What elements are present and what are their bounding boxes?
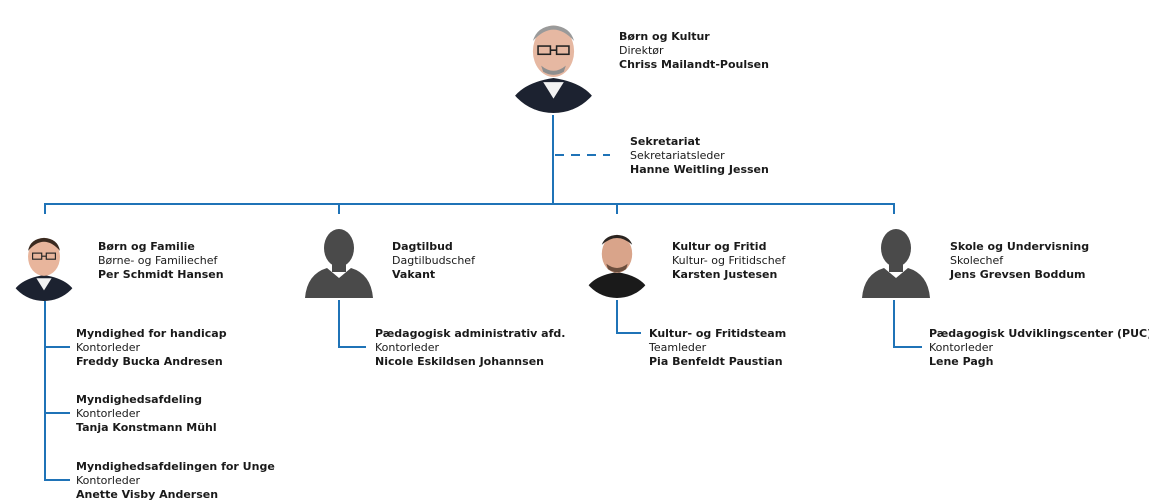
- unit-box-1a: Myndighed for handicap Kontorleder Fredd…: [76, 327, 227, 369]
- unit-name: Anette Visby Andersen: [76, 488, 219, 501]
- unit-box-4: Pædagogisk Udviklingscenter (PUC) Kontor…: [929, 327, 1149, 369]
- unit-name: Pia Benfeldt Paustian: [649, 355, 783, 368]
- silhouette-icon: [305, 229, 373, 298]
- dept-role-4: Skolechef: [950, 254, 1004, 267]
- dept-photo-1: [6, 225, 82, 301]
- silhouette-icon: [862, 229, 930, 298]
- unit-role: Kontorleder: [375, 341, 440, 354]
- unit-role: Kontorleder: [76, 474, 141, 487]
- dept-box-3: Kultur og Fritid Kultur- og Fritidschef …: [672, 240, 785, 282]
- dept-role-2: Dagtilbudschef: [392, 254, 475, 267]
- unit-name: Lene Pagh: [929, 355, 994, 368]
- unit-title: Pædagogisk Udviklingscenter (PUC): [929, 327, 1149, 340]
- director-name: Chriss Mailandt-Poulsen: [619, 58, 769, 71]
- dept-title-3: Kultur og Fritid: [672, 240, 767, 253]
- unit-name: Nicole Eskildsen Johannsen: [375, 355, 544, 368]
- unit-title: Kultur- og Fritidsteam: [649, 327, 787, 340]
- unit-box-1b: Myndighedsafdeling Kontorleder Tanja Kon…: [76, 393, 217, 435]
- dept-role-1: Børne- og Familiechef: [98, 254, 218, 267]
- director-role: Direktør: [619, 44, 664, 57]
- dept-name-2: Vakant: [392, 268, 436, 281]
- unit-name: Freddy Bucka Andresen: [76, 355, 223, 368]
- dept-name-1: Per Schmidt Hansen: [98, 268, 224, 281]
- secretariat-name: Hanne Weitling Jessen: [630, 163, 769, 176]
- dept-name-4: Jens Grevsen Boddum: [950, 268, 1086, 281]
- director-box: Børn og Kultur Direktør Chriss Mailandt-…: [619, 30, 769, 72]
- secretariat-box: Sekretariat Sekretariatsleder Hanne Weit…: [630, 135, 769, 177]
- unit-role: Kontorleder: [929, 341, 994, 354]
- unit-box-2: Pædagogisk administrativ afd. Kontorlede…: [375, 327, 565, 369]
- unit-title: Myndighed for handicap: [76, 327, 227, 340]
- dept-title-4: Skole og Undervisning: [950, 240, 1090, 253]
- unit-title: Myndighedsafdelingen for Unge: [76, 460, 275, 473]
- dept-photo-3: [579, 222, 655, 298]
- dept-title-2: Dagtilbud: [392, 240, 453, 253]
- photo-person-icon: [579, 222, 655, 298]
- unit-title: Myndighedsafdeling: [76, 393, 202, 406]
- photo-person-icon: [502, 10, 605, 113]
- director-title: Børn og Kultur: [619, 30, 710, 43]
- director-photo: [502, 10, 605, 113]
- dept-box-4: Skole og Undervisning Skolechef Jens Gre…: [950, 240, 1089, 282]
- unit-role: Kontorleder: [76, 341, 141, 354]
- unit-box-1c: Myndighedsafdelingen for Unge Kontorlede…: [76, 460, 275, 502]
- unit-box-3: Kultur- og Fritidsteam Teamleder Pia Ben…: [649, 327, 786, 369]
- dept-box-2: Dagtilbud Dagtilbudschef Vakant: [392, 240, 475, 282]
- unit-role: Teamleder: [649, 341, 707, 354]
- dept-title-1: Børn og Familie: [98, 240, 195, 253]
- secretariat-title: Sekretariat: [630, 135, 701, 148]
- unit-title: Pædagogisk administrativ afd.: [375, 327, 566, 340]
- dept-role-3: Kultur- og Fritidschef: [672, 254, 786, 267]
- unit-name: Tanja Konstmann Mühl: [76, 421, 217, 434]
- dept-name-3: Karsten Justesen: [672, 268, 778, 281]
- secretariat-role: Sekretariatsleder: [630, 149, 725, 162]
- dept-box-1: Børn og Familie Børne- og Familiechef Pe…: [98, 240, 224, 282]
- unit-role: Kontorleder: [76, 407, 141, 420]
- photo-person-icon: [6, 225, 82, 301]
